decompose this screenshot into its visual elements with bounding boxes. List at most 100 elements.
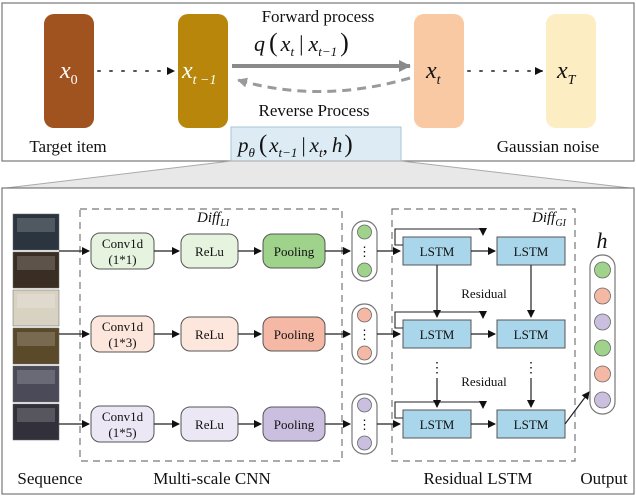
output-dot bbox=[594, 287, 611, 305]
output-dot bbox=[594, 391, 611, 409]
state-xt-box bbox=[414, 14, 464, 128]
xt-base: x bbox=[425, 58, 437, 84]
output-dots bbox=[594, 261, 611, 409]
poster-thumbnail bbox=[12, 213, 60, 251]
poster-highlight bbox=[17, 408, 55, 422]
bottom-panel-frame bbox=[1, 187, 635, 495]
feature-ellipsis: ⋮ bbox=[358, 417, 371, 432]
lstm-cell bbox=[496, 409, 566, 439]
pooling-label: Pooling bbox=[274, 417, 315, 432]
xT-base: x bbox=[556, 58, 568, 84]
diff-li-label: DiffLI bbox=[196, 210, 230, 229]
reverse-label: Reverse Process bbox=[259, 101, 370, 120]
lstm-label: LSTM bbox=[514, 417, 549, 432]
state-xt1-box bbox=[178, 14, 228, 128]
lstm-skip-arrow bbox=[394, 228, 487, 246]
lstm-label: LSTM bbox=[420, 417, 455, 432]
lstm-cell bbox=[496, 319, 566, 349]
target-item-label: Target item bbox=[29, 137, 106, 156]
relu-label: ReLu bbox=[195, 417, 224, 432]
feature-dot bbox=[357, 397, 372, 413]
gaussian-noise-label: Gaussian noise bbox=[497, 137, 599, 156]
poster-highlight bbox=[17, 370, 55, 384]
svg-text:xt: xt bbox=[425, 58, 442, 88]
conv1d-label: Conv1d bbox=[102, 319, 144, 334]
feature-dot bbox=[357, 307, 372, 323]
poster-thumbnail bbox=[12, 403, 60, 441]
reverse-arrow bbox=[237, 76, 411, 93]
lstm-label: LSTM bbox=[420, 244, 455, 259]
feature-dot bbox=[357, 262, 372, 278]
lstm-label: LSTM bbox=[514, 244, 549, 259]
output-dot bbox=[594, 365, 611, 383]
output-h-symbol: h bbox=[597, 228, 608, 253]
xt1-base: x bbox=[181, 58, 193, 84]
lstm-label: LSTM bbox=[514, 327, 549, 342]
cnn-row: Conv1d(1*1) ReLu Pooling ⋮ bbox=[59, 220, 401, 282]
poster-highlight bbox=[17, 332, 55, 346]
forward-formula: q(xt|xt−1) bbox=[254, 28, 349, 59]
conv1d-kernel-label: (1*1) bbox=[108, 252, 136, 267]
x0-sub: 0 bbox=[71, 73, 78, 88]
feature-dot bbox=[357, 224, 372, 240]
lstm-skip-arrow bbox=[394, 401, 487, 419]
lstm-dashed-box bbox=[391, 208, 576, 462]
lstm-label: LSTM bbox=[420, 327, 455, 342]
poster-highlight bbox=[17, 218, 55, 232]
pooling-label: Pooling bbox=[274, 327, 315, 342]
conv1d-kernel-label: (1*5) bbox=[108, 425, 136, 440]
top-panel: x0 xt −1 Forward process q(xt|xt−1) Reve… bbox=[1, 2, 635, 162]
output-dot bbox=[594, 261, 611, 279]
xt-sub: t bbox=[437, 73, 442, 88]
output-dot bbox=[594, 339, 611, 357]
x0-base: x bbox=[59, 58, 71, 84]
xt1-sub: t −1 bbox=[193, 73, 217, 88]
feature-ellipsis: ⋮ bbox=[358, 244, 371, 259]
output-label: Output bbox=[580, 469, 628, 488]
svg-text:xt −1: xt −1 bbox=[181, 58, 217, 88]
output-dot bbox=[594, 313, 611, 331]
poster-thumbnail bbox=[12, 289, 60, 327]
poster-thumbnail bbox=[12, 327, 60, 365]
poster-highlight bbox=[17, 256, 55, 270]
diff-gi-label: DiffGI bbox=[531, 210, 567, 229]
lstm-cell bbox=[402, 319, 472, 349]
svg-text:x0: x0 bbox=[59, 58, 78, 88]
relu-label: ReLu bbox=[195, 244, 224, 259]
feature-dot bbox=[357, 435, 372, 451]
forward-label: Forward process bbox=[262, 7, 375, 26]
poster-sequence bbox=[12, 213, 60, 441]
sequence-label: Sequence bbox=[17, 469, 82, 488]
relu-label: ReLu bbox=[195, 327, 224, 342]
output-column bbox=[589, 254, 616, 415]
feature-dot bbox=[357, 345, 372, 361]
poster-highlight bbox=[17, 294, 55, 308]
reverse-formula-box bbox=[230, 126, 402, 162]
state-xt1: xt −1 bbox=[178, 14, 228, 128]
state-x0: x0 bbox=[44, 14, 94, 128]
conv1d-label: Conv1d bbox=[102, 409, 144, 424]
conv1d-label: Conv1d bbox=[102, 236, 144, 251]
lstm-ellipsis: ⋮ bbox=[524, 361, 538, 376]
residual-label: Residual bbox=[461, 374, 507, 389]
cnn-dashed-box bbox=[79, 208, 343, 462]
residual-label: Residual bbox=[461, 286, 507, 301]
poster-thumbnail bbox=[12, 251, 60, 289]
lstm-skip-arrow bbox=[394, 311, 487, 329]
cnn-row: Conv1d(1*5) ReLu Pooling ⋮ bbox=[59, 393, 401, 455]
poster-thumbnail bbox=[12, 365, 60, 403]
pooling-label: Pooling bbox=[274, 244, 315, 259]
state-xt: xt bbox=[414, 14, 464, 128]
zoom-connector bbox=[5, 160, 631, 189]
state-x0-box bbox=[44, 14, 94, 128]
arrow-to-output bbox=[564, 391, 590, 425]
reverse-formula: pθ(xt−1|xt,h) bbox=[236, 131, 353, 160]
conv1d-kernel-label: (1*3) bbox=[108, 335, 136, 350]
xT-sub: T bbox=[568, 73, 577, 88]
residual-lstm-label: Residual LSTM bbox=[423, 469, 532, 488]
state-xT-box bbox=[546, 14, 596, 128]
